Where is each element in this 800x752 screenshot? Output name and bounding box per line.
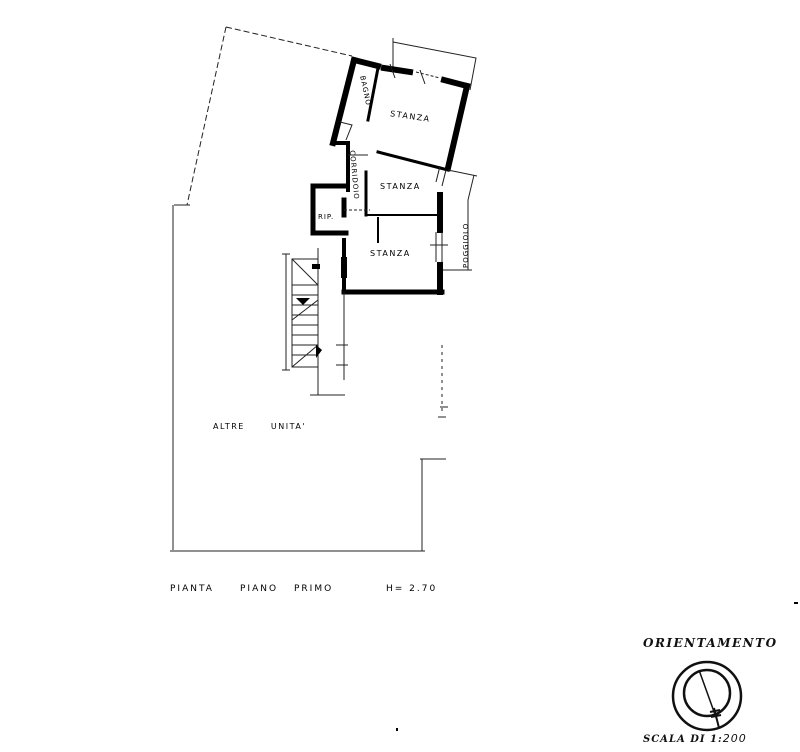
plan-title-primo: PRIMO	[294, 584, 334, 594]
openings	[339, 63, 448, 262]
speck	[396, 728, 398, 731]
orientation-compass-icon	[671, 660, 743, 732]
poggiolo-balcony	[443, 169, 478, 271]
property-boundary	[170, 26, 448, 552]
orientation-title: ORIENTAMENTO	[643, 636, 778, 650]
other-units-label: ALTRE UNITA'	[213, 422, 307, 431]
room-label-stanza-2: STANZA	[380, 182, 421, 191]
staircase	[282, 248, 348, 396]
room-label-ripostiglio: RIP.	[318, 213, 335, 221]
walls	[310, 56, 471, 295]
upper-room-projection	[392, 38, 477, 91]
room-label-stanza-3: STANZA	[370, 249, 411, 258]
scale-label: SCALA DI 1:200	[643, 732, 747, 745]
ceiling-height-label: H= 2.70	[386, 584, 438, 594]
speck	[794, 602, 798, 604]
plan-title-piano: PIANO	[240, 584, 279, 594]
stair-arrows	[296, 264, 322, 358]
scale-value: 200	[722, 732, 747, 745]
room-label-poggiolo: POGGIOLO	[462, 222, 470, 268]
plan-title-pianta: PIANTA	[170, 584, 214, 594]
scale-prefix: SCALA DI 1:	[643, 734, 723, 745]
